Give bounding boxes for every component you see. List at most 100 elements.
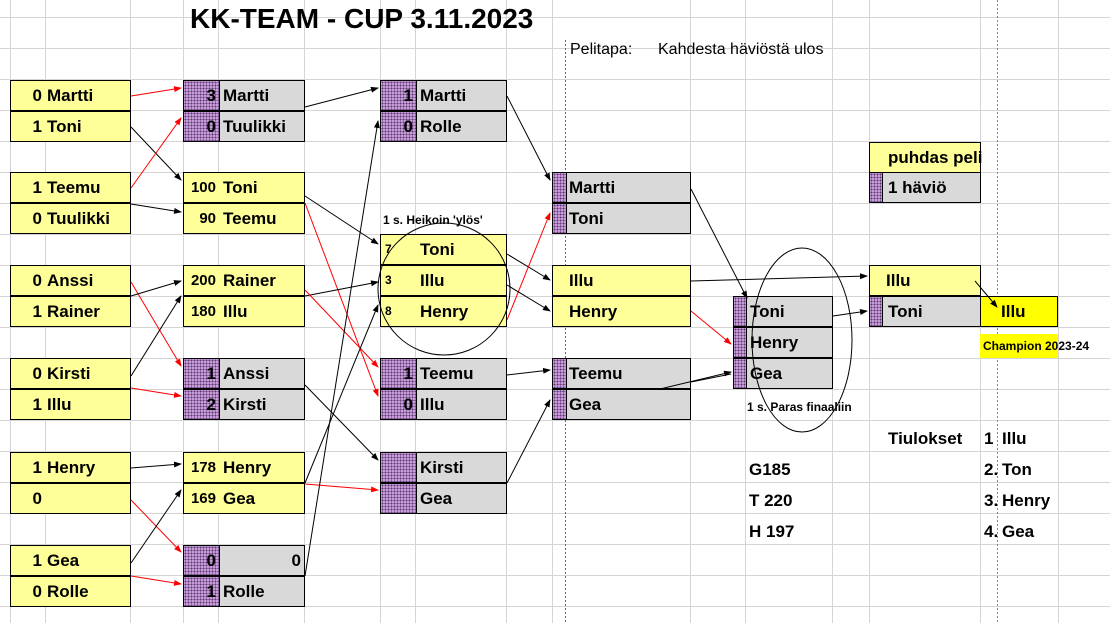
loss-pattern [734, 328, 747, 357]
round3-slot: Gea [380, 483, 507, 514]
slot-name: Illu [47, 395, 72, 414]
legend-clean-game: puhdas peli [869, 142, 983, 173]
slot-score: 178 [190, 459, 216, 476]
result-name: Illu [1002, 429, 1027, 448]
note-weakest-up: 1 s. Heikoin 'ylös' [383, 213, 483, 227]
round2-slot: 178 Henry [183, 452, 305, 483]
stat-line: H 197 [749, 522, 795, 541]
round4-slot: Henry [552, 296, 691, 327]
slot-score: 1 [32, 551, 42, 570]
slot-name: Anssi [223, 364, 270, 383]
results-label: Tiulokset [888, 429, 963, 448]
round2-slot: 90 Teemu [183, 203, 305, 234]
round4-slot: Teemu [552, 358, 691, 389]
slot-name: Kirsti [420, 458, 464, 477]
slot-name: Rolle [223, 582, 265, 601]
slot-name: Henry [47, 458, 96, 477]
slot-name: Illu [420, 271, 445, 290]
slot-name: Teemu [569, 364, 623, 383]
round2-slot: 0 0 [183, 545, 305, 576]
round3-slot: 0 Rolle [380, 111, 507, 142]
slot-name: Rolle [47, 582, 89, 601]
slot-name: Illu [420, 395, 445, 414]
slot-score: 1 [32, 458, 42, 477]
slot-score: 90 [199, 210, 216, 227]
stat-line: G185 [749, 460, 791, 479]
loss-pattern [184, 81, 220, 110]
round4-slot: Martti [552, 172, 691, 203]
result-name: Gea [1002, 522, 1035, 541]
round1-slot: 1 Illu [10, 389, 131, 420]
round2-slot: 1 Rolle [183, 576, 305, 607]
loss-pattern [734, 297, 747, 326]
note-best-final: 1 s. Paras finaaliin [747, 400, 852, 414]
loss-pattern [870, 297, 883, 326]
slot-score: 1 [32, 395, 42, 414]
loss-pattern [734, 359, 747, 388]
round2-slot: 200 Rainer [183, 265, 305, 296]
round3-slot: 3 Illu [380, 265, 507, 296]
slot-name: Teemu [420, 364, 474, 383]
legend-one-loss: 1 häviö [869, 172, 981, 203]
round2-slot: 169 Gea [183, 483, 305, 514]
slot-name: Martti [420, 86, 467, 105]
loss-pattern [184, 390, 220, 419]
slot-score: 169 [190, 490, 216, 507]
loss-pattern [870, 173, 883, 202]
round2-slot: 1 Anssi [183, 358, 305, 389]
result-rank: 3. [984, 491, 999, 510]
slot-name: Kirsti [223, 395, 267, 414]
slot-score: 3 [385, 273, 392, 287]
final-slot: Illu [869, 265, 981, 296]
round1-slot: 1 Rainer [10, 296, 131, 327]
slot-score: 0 [206, 551, 216, 570]
slot-name: Illu [569, 271, 594, 290]
loss-pattern [381, 81, 417, 110]
slot-name: Gea [223, 489, 256, 508]
loss-pattern [381, 112, 417, 141]
loss-pattern [184, 112, 220, 141]
slot-name: Rolle [420, 117, 462, 136]
final-slot: Toni [869, 296, 981, 327]
champion-label-cell: Champion 2023-24 [980, 334, 1089, 358]
slot-score: 1 [403, 86, 413, 105]
round3-slot: 8 Henry [380, 296, 507, 327]
slot-name: Illu [886, 271, 911, 290]
slot-score: 1 [206, 582, 216, 601]
round3-slot: Kirsti [380, 452, 507, 483]
round3-slot: 1 Teemu [380, 358, 507, 389]
loss-pattern [553, 204, 567, 233]
result-rank: 4. [984, 522, 999, 541]
slot-name: 0 [291, 551, 301, 570]
legend-clean-label: puhdas peli [888, 148, 983, 167]
slot-score: 100 [190, 179, 216, 196]
format-value: Kahdesta häviöstä ulos [658, 41, 824, 58]
slot-score: 3 [206, 86, 216, 105]
slot-name: Gea [420, 489, 453, 508]
slot-score: 0 [32, 86, 42, 105]
round4-slot: Gea [552, 389, 691, 420]
round2-slot: 2 Kirsti [183, 389, 305, 420]
round1-slot: 1 Gea [10, 545, 131, 576]
champion-label: Champion 2023-24 [983, 339, 1090, 353]
round5-slot: Gea [733, 358, 833, 389]
slot-score: 180 [190, 303, 216, 320]
slot-score: 8 [385, 304, 392, 318]
slot-score: 1 [32, 178, 42, 197]
result-rank: 1 [984, 429, 994, 448]
slot-name: Tuulikki [47, 209, 110, 228]
round3-slot: 7 Toni [380, 234, 507, 265]
slot-name: Henry [569, 302, 618, 321]
round4-slot: Toni [552, 203, 691, 234]
champion-cell: Illu [980, 296, 1058, 327]
result-name: Henry [1002, 491, 1051, 510]
loss-pattern [381, 453, 417, 482]
slot-name: Illu [223, 302, 248, 321]
round3-slot: 1 Martti [380, 80, 507, 111]
round1-slot: 0 Kirsti [10, 358, 131, 389]
round1-slot: 0 Tuulikki [10, 203, 131, 234]
slot-name: Martti [569, 178, 616, 197]
slot-name: Henry [223, 458, 272, 477]
